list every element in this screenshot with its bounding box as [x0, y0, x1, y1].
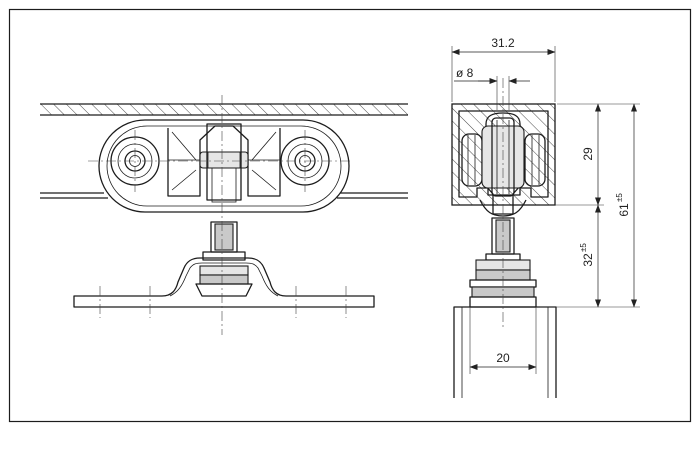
rail-top-hatch — [40, 104, 408, 115]
dim-height-total-tol: ±5 — [615, 193, 624, 202]
dim-height-total: 61 — [617, 203, 631, 217]
dim-height-track: 29 — [581, 147, 595, 161]
dim-height-lower: 32 — [581, 253, 595, 267]
side-roller-right — [524, 133, 546, 187]
carriage-body — [98, 119, 350, 213]
door-panel — [453, 306, 557, 398]
front-view — [40, 95, 408, 335]
dim-width-top: 31.2 — [491, 36, 515, 50]
dimensions: 31.2 ø 8 29 32 ±5 61 ±5 20 — [451, 36, 640, 374]
side-view — [451, 78, 557, 398]
drawing-frame — [8, 8, 692, 423]
mounting-bracket — [73, 257, 375, 308]
dim-diameter: ø 8 — [456, 66, 474, 80]
dim-height-lower-tol: ±5 — [579, 243, 588, 252]
dim-width-bottom: 20 — [496, 351, 510, 365]
